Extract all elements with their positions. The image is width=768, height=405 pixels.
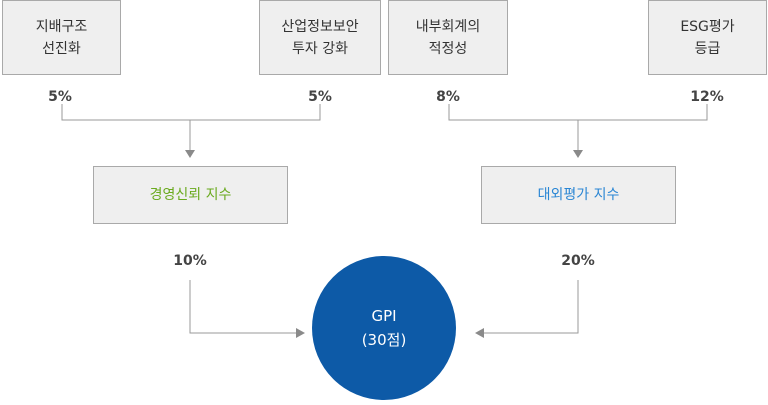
box-management-trust-index: 경영신뢰 지수 xyxy=(93,166,288,224)
gpi-title: GPI xyxy=(371,307,397,325)
box-governance: 지배구조 선진화 xyxy=(2,0,121,75)
arrow-right-gpi xyxy=(475,328,484,338)
box-external-evaluation-index: 대외평가 지수 xyxy=(481,166,676,224)
weight-management-trust-index: 10% xyxy=(173,253,207,269)
gpi-score: (30점) xyxy=(361,331,407,349)
connector-left-top xyxy=(61,104,321,121)
weight-industrial-security: 5% xyxy=(308,89,332,105)
connector-left-to-gpi xyxy=(189,280,296,334)
connector-right-to-gpi xyxy=(484,280,579,334)
weight-external-evaluation-index: 20% xyxy=(561,253,595,269)
weight-esg-rating: 12% xyxy=(690,89,724,105)
weight-governance: 5% xyxy=(48,89,72,105)
connector-right-top xyxy=(448,104,708,121)
box-esg-rating: ESG평가 등급 xyxy=(648,0,767,75)
arrow-left-gpi xyxy=(296,328,305,338)
box-internal-accounting: 내부회계의 적정성 xyxy=(388,0,508,75)
weight-internal-accounting: 8% xyxy=(436,89,460,105)
arrow-right-down xyxy=(573,150,583,158)
gpi-circle: GPI (30점) xyxy=(312,256,456,400)
box-industrial-security: 산업정보보안 투자 강화 xyxy=(259,0,381,75)
arrow-left-down xyxy=(185,150,195,158)
